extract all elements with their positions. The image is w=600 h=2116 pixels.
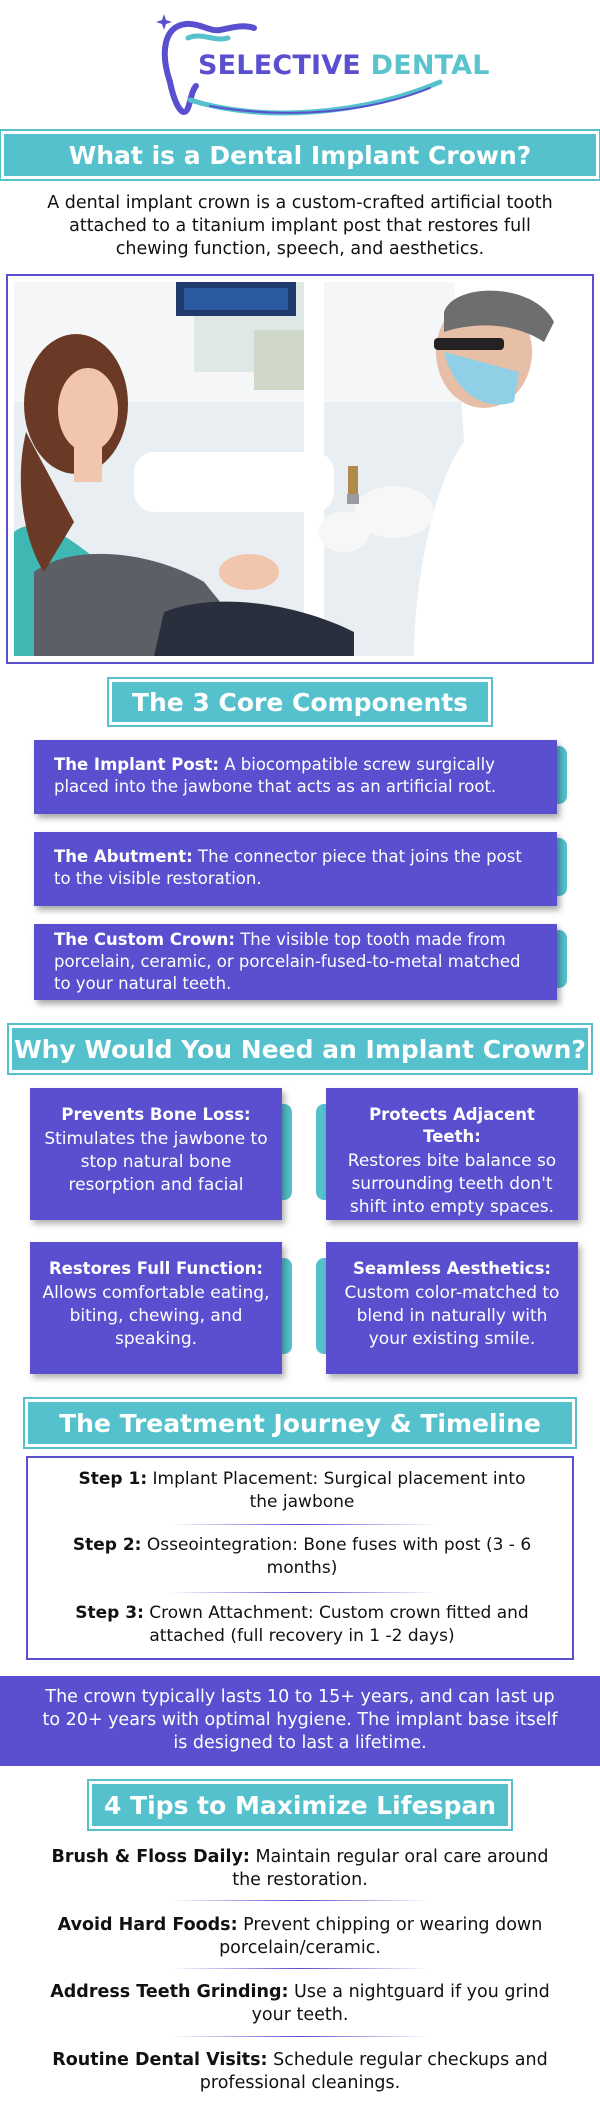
intro-text: A dental implant crown is a custom-craft…	[47, 193, 553, 259]
brand-name-part1: SELECTIVE	[198, 50, 361, 81]
component-title: The Custom Crown:	[54, 930, 235, 949]
card-accent-tab	[316, 1258, 326, 1354]
card-accent-tab	[557, 930, 567, 988]
component-text: A biocompatible screw surgically placed …	[54, 755, 497, 796]
tip-title: Address Teeth Grinding:	[50, 1982, 289, 2002]
step-label: Step 3:	[75, 1603, 144, 1623]
timeline-step-1: Step 1: Implant Placement: Surgical plac…	[68, 1468, 536, 1514]
tip-teeth-grinding: Address Teeth Grinding: Use a nightguard…	[50, 1981, 550, 2027]
treatment-timeline: Step 1: Implant Placement: Surgical plac…	[26, 1456, 574, 1660]
tip-text: Prevent chipping or wearing down porcela…	[219, 1915, 543, 1958]
benefit-card-aesthetics: Seamless Aesthetics: Custom color-matche…	[326, 1242, 578, 1374]
benefit-title: Restores Full Function:	[48, 1259, 264, 1278]
component-text: The visible top tooth made from porcelai…	[54, 930, 521, 993]
timeline-step-2: Step 2: Osseointegration: Bone fuses wit…	[68, 1534, 536, 1580]
card-accent-tab	[282, 1104, 292, 1200]
dentist-patient-photo	[6, 274, 594, 664]
journey-heading: The Treatment Journey & Timeline	[28, 1402, 572, 1444]
tip-title: Routine Dental Visits:	[52, 2050, 268, 2070]
card-accent-tab	[282, 1258, 292, 1354]
benefit-card-adjacent-teeth: Protects Adjacent Teeth: Restores bite b…	[326, 1088, 578, 1220]
benefit-card-full-function: Restores Full Function: Allows comfortab…	[30, 1242, 282, 1374]
tip-text: Schedule regular checkups and profession…	[199, 2050, 548, 2093]
tip-dental-visits: Routine Dental Visits: Schedule regular …	[50, 2049, 550, 2095]
divider	[168, 1524, 438, 1525]
benefit-text: Restores bite balance so surrounding tee…	[347, 1151, 557, 1217]
intro-heading: What is a Dental Implant Crown?	[4, 134, 596, 176]
step-text: Implant Placement: Surgical placement in…	[147, 1469, 526, 1512]
tips-heading: 4 Tips to Maximize Lifespan	[92, 1784, 508, 1826]
divider	[170, 1900, 430, 1901]
divider	[168, 1592, 438, 1593]
benefit-text: Allows comfortable eating, biting, chewi…	[42, 1283, 270, 1349]
timeline-step-3: Step 3: Crown Attachment: Custom crown f…	[68, 1602, 536, 1648]
benefit-title: Seamless Aesthetics:	[353, 1259, 551, 1278]
component-card-custom-crown: The Custom Crown: The visible top tooth …	[34, 924, 557, 1000]
brand-name-part2: DENTAL	[370, 50, 490, 81]
component-title: The Implant Post:	[54, 755, 219, 774]
tip-text: Use a nightguard if you grind your teeth…	[251, 1982, 550, 2025]
brand-name: SELECTIVE DENTAL	[198, 50, 490, 81]
step-text: Osseointegration: Bone fuses with post (…	[141, 1535, 532, 1578]
step-text: Crown Attachment: Custom crown fitted an…	[143, 1603, 529, 1646]
divider	[170, 1968, 430, 1969]
card-accent-tab	[557, 746, 567, 804]
component-text: The connector piece that joins the post …	[54, 847, 522, 888]
divider	[170, 2036, 430, 2037]
benefit-title: Protects Adjacent Teeth:	[369, 1105, 535, 1146]
tip-text: Maintain regular oral care around the re…	[232, 1847, 549, 1890]
component-card-implant-post: The Implant Post: A biocompatible screw …	[34, 740, 557, 814]
tip-title: Brush & Floss Daily:	[51, 1847, 250, 1867]
lifespan-note: The crown typically lasts 10 to 15+ year…	[0, 1676, 600, 1766]
tip-title: Avoid Hard Foods:	[57, 1915, 238, 1935]
component-title: The Abutment:	[54, 847, 193, 866]
tip-avoid-hard-foods: Avoid Hard Foods: Prevent chipping or we…	[50, 1914, 550, 1960]
tooth-swoosh-icon	[156, 14, 443, 116]
step-label: Step 1:	[78, 1469, 148, 1489]
card-accent-tab	[557, 838, 567, 896]
clinic-scene-illustration	[14, 282, 586, 656]
benefit-title: Prevents Bone Loss:	[61, 1105, 251, 1124]
card-accent-tab	[316, 1104, 326, 1200]
benefit-card-bone-loss: Prevents Bone Loss: Stimulates the jawbo…	[30, 1088, 282, 1220]
step-label: Step 2:	[72, 1535, 142, 1555]
benefit-text: Stimulates the jawbone to stop natural b…	[44, 1129, 268, 1195]
brand-logo: SELECTIVE DENTAL	[150, 12, 489, 122]
component-card-abutment: The Abutment: The connector piece that j…	[34, 832, 557, 906]
benefits-heading: Why Would You Need an Implant Crown?	[12, 1028, 588, 1070]
tip-brush-floss: Brush & Floss Daily: Maintain regular or…	[50, 1846, 550, 1892]
benefit-text: Custom color-matched to blend in natural…	[344, 1283, 560, 1349]
components-heading: The 3 Core Components	[112, 682, 488, 722]
